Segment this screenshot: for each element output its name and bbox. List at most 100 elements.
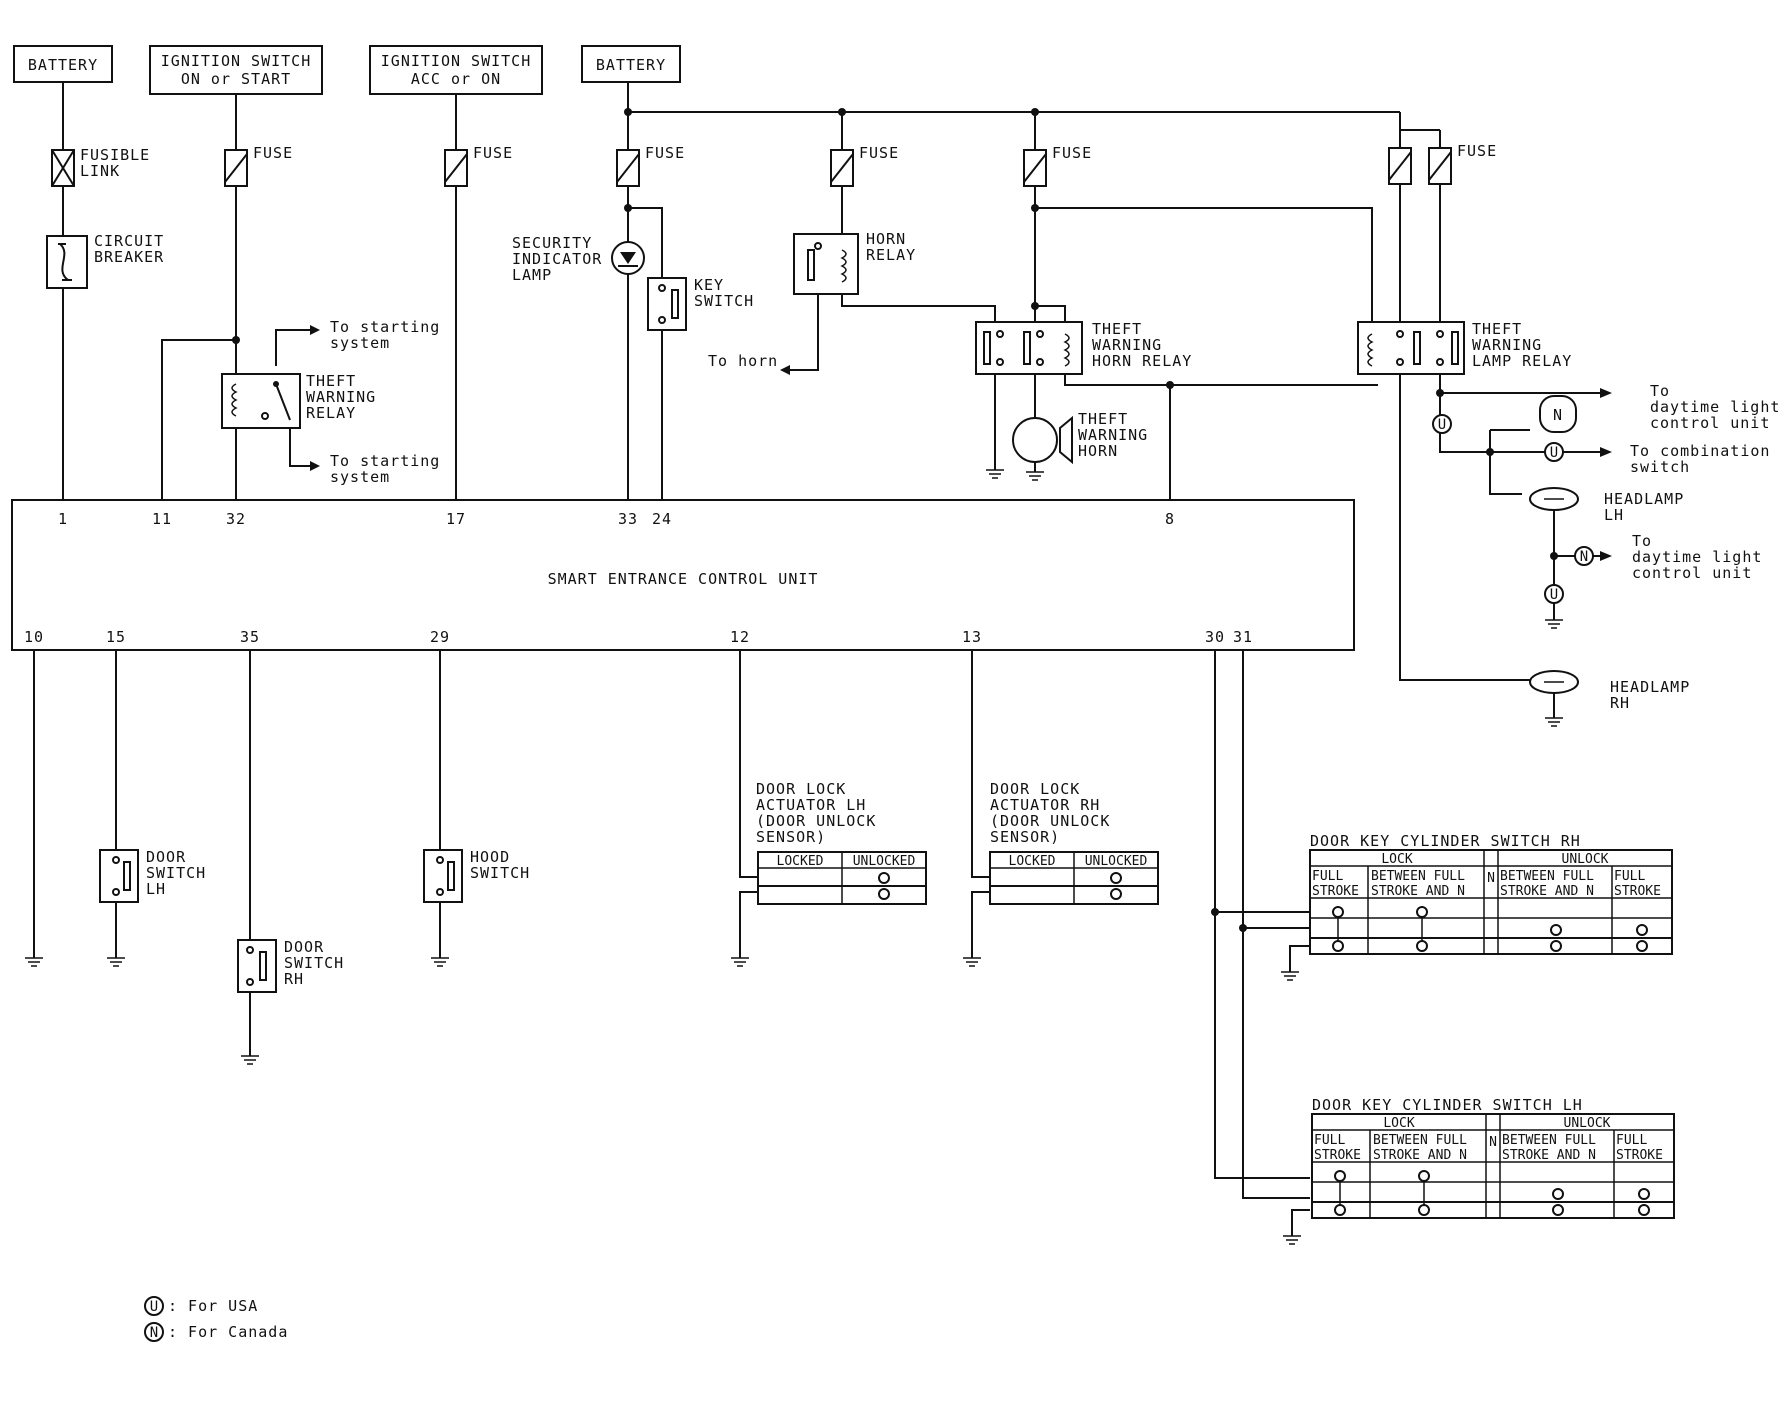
svg-text:DOOR KEY CYLINDER SWITCH RH: DOOR KEY CYLINDER SWITCH RH bbox=[1310, 832, 1581, 850]
ground-icon bbox=[25, 957, 43, 967]
svg-text:U: U bbox=[1438, 417, 1446, 433]
svg-text:DOOR LOCK: DOOR LOCK bbox=[990, 780, 1080, 798]
svg-text:LOCKED: LOCKED bbox=[1009, 854, 1056, 869]
svg-text:(DOOR UNLOCK: (DOOR UNLOCK bbox=[990, 812, 1110, 830]
svg-text:LH: LH bbox=[1604, 506, 1624, 524]
to-horn-label: To horn bbox=[708, 352, 790, 375]
svg-text:RELAY: RELAY bbox=[866, 246, 916, 264]
svg-text:SWITCH: SWITCH bbox=[470, 864, 530, 882]
ground-icon bbox=[986, 469, 1004, 479]
svg-text:HOOD: HOOD bbox=[470, 848, 510, 866]
svg-text:IGNITION SWITCH: IGNITION SWITCH bbox=[161, 52, 311, 70]
svg-text:DOOR LOCK: DOOR LOCK bbox=[756, 780, 846, 798]
svg-text:UNLOCK: UNLOCK bbox=[1564, 1116, 1611, 1131]
svg-text:THEFT: THEFT bbox=[306, 372, 356, 390]
svg-text:SWITCH: SWITCH bbox=[284, 954, 344, 972]
svg-text:FUSE: FUSE bbox=[253, 144, 293, 162]
svg-text:daytime light: daytime light bbox=[1632, 548, 1762, 566]
svg-text:STROKE AND N: STROKE AND N bbox=[1371, 884, 1465, 899]
svg-text:WARNING: WARNING bbox=[1078, 426, 1148, 444]
svg-text:1: 1 bbox=[58, 510, 68, 528]
svg-text:HEADLAMP: HEADLAMP bbox=[1604, 490, 1684, 508]
svg-text:IGNITION SWITCH: IGNITION SWITCH bbox=[381, 52, 531, 70]
svg-text:RH: RH bbox=[284, 970, 304, 988]
svg-text:ACC or ON: ACC or ON bbox=[411, 70, 501, 88]
svg-text:29: 29 bbox=[430, 628, 450, 646]
svg-text:To starting: To starting bbox=[330, 318, 440, 336]
hood-switch-icon: HOOD SWITCH bbox=[423, 848, 530, 903]
svg-text:11: 11 bbox=[152, 510, 172, 528]
ground-icon bbox=[1545, 717, 1563, 727]
door-key-cylinder-switch-lh: DOOR KEY CYLINDER SWITCH LH LOCK UNLOCK … bbox=[1311, 1096, 1675, 1219]
ground-icon bbox=[431, 957, 449, 967]
svg-text:To: To bbox=[1650, 382, 1670, 400]
svg-text:FUSE: FUSE bbox=[645, 144, 685, 162]
fuse-ign-on-start-icon: FUSE bbox=[224, 144, 293, 187]
svg-text:N: N bbox=[150, 1325, 158, 1341]
svg-text:13: 13 bbox=[962, 628, 982, 646]
svg-text:STROKE AND N: STROKE AND N bbox=[1373, 1148, 1467, 1163]
svg-text:STROKE: STROKE bbox=[1312, 884, 1359, 899]
svg-text:UNLOCKED: UNLOCKED bbox=[853, 854, 916, 869]
ground-icon bbox=[731, 957, 749, 967]
svg-text:control unit: control unit bbox=[1650, 414, 1770, 432]
door-lock-actuator-lh: DOOR LOCK ACTUATOR LH (DOOR UNLOCK SENSO… bbox=[756, 780, 927, 905]
ground-icon bbox=[963, 957, 981, 967]
door-switch-lh-icon: DOOR SWITCH LH bbox=[99, 848, 205, 903]
svg-text:switch: switch bbox=[1630, 458, 1690, 476]
svg-text:33: 33 bbox=[618, 510, 638, 528]
svg-text:HORN RELAY: HORN RELAY bbox=[1092, 352, 1192, 370]
svg-text:UNLOCKED: UNLOCKED bbox=[1085, 854, 1148, 869]
svg-text:SENSOR): SENSOR) bbox=[990, 828, 1060, 846]
ground-icon bbox=[241, 1055, 259, 1065]
headlamp-rh-icon: HEADLAMP RH bbox=[1529, 670, 1689, 712]
svg-text:FUSE: FUSE bbox=[473, 144, 513, 162]
fusible-link-icon: FUSIBLE LINK bbox=[51, 146, 149, 187]
svg-text:24: 24 bbox=[652, 510, 672, 528]
svg-text:N: N bbox=[1580, 549, 1588, 565]
fuse-lamp-relay-icon: FUSE bbox=[1388, 142, 1497, 185]
door-lock-actuator-rh: DOOR LOCK ACTUATOR RH (DOOR UNLOCK SENSO… bbox=[989, 780, 1159, 905]
svg-text:: For USA: : For USA bbox=[168, 1297, 258, 1315]
horn-relay-icon: HORN RELAY bbox=[793, 230, 916, 295]
battery-source-1: BATTERY bbox=[13, 45, 113, 83]
svg-text:WARNING: WARNING bbox=[306, 388, 376, 406]
svg-text:FULL: FULL bbox=[1314, 1133, 1345, 1148]
ground-icon bbox=[107, 957, 125, 967]
svg-text:35: 35 bbox=[240, 628, 260, 646]
svg-text:HORN: HORN bbox=[866, 230, 906, 248]
svg-text:17: 17 bbox=[446, 510, 466, 528]
svg-text:RH: RH bbox=[1610, 694, 1630, 712]
ground-symbols bbox=[25, 469, 1563, 1245]
svg-text:DOOR KEY CYLINDER SWITCH LH: DOOR KEY CYLINDER SWITCH LH bbox=[1312, 1096, 1583, 1114]
ground-icon bbox=[1026, 471, 1044, 481]
svg-text:BETWEEN FULL: BETWEEN FULL bbox=[1502, 1133, 1596, 1148]
svg-text:DOOR: DOOR bbox=[284, 938, 324, 956]
svg-text:LOCK: LOCK bbox=[1381, 852, 1412, 867]
svg-text:system: system bbox=[330, 468, 390, 486]
fuse-security-icon: FUSE bbox=[616, 144, 685, 187]
svg-text:FULL: FULL bbox=[1312, 869, 1343, 884]
svg-text:LOCKED: LOCKED bbox=[777, 854, 824, 869]
smart-entrance-control-unit: SMART ENTRANCE CONTROL UNIT 1 11 32 17 3… bbox=[11, 499, 1355, 651]
svg-text:system: system bbox=[330, 334, 390, 352]
ignition-on-start-source: IGNITION SWITCH ON or START bbox=[149, 45, 323, 95]
headlamp-lh-icon: HEADLAMP LH N U To daytime light control… bbox=[1529, 487, 1762, 604]
fuse-theft-horn-icon: FUSE bbox=[1023, 144, 1092, 187]
svg-text:STROKE: STROKE bbox=[1314, 1148, 1361, 1163]
svg-text:FUSE: FUSE bbox=[1457, 142, 1497, 160]
svg-text:SWITCH: SWITCH bbox=[694, 292, 754, 310]
svg-text:LINK: LINK bbox=[80, 162, 120, 180]
fuse-ign-acc-on-icon: FUSE bbox=[444, 144, 513, 187]
svg-text:To starting: To starting bbox=[330, 452, 440, 470]
daytime-light-branch: N U U To daytime light control unit To c… bbox=[1432, 382, 1779, 476]
svg-text:LH: LH bbox=[146, 880, 166, 898]
svg-text:To horn: To horn bbox=[708, 352, 778, 370]
svg-text:LAMP RELAY: LAMP RELAY bbox=[1472, 352, 1572, 370]
svg-text:SENSOR): SENSOR) bbox=[756, 828, 826, 846]
svg-text:FUSE: FUSE bbox=[1052, 144, 1092, 162]
svg-text:THEFT: THEFT bbox=[1472, 320, 1522, 338]
svg-text:31: 31 bbox=[1233, 628, 1253, 646]
